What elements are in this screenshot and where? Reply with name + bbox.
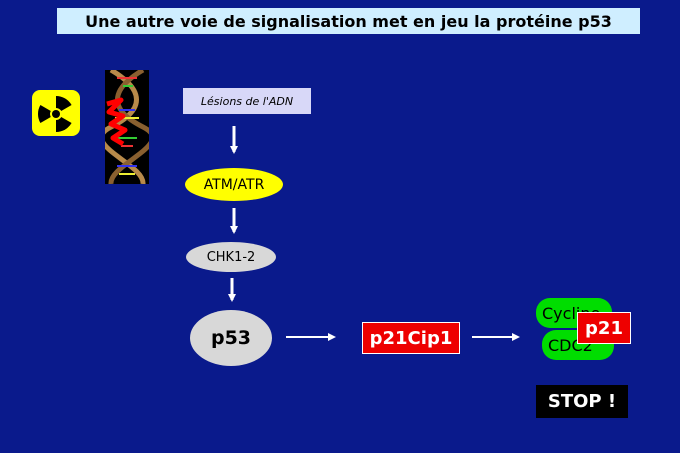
p21cip1-node: p21Cip1: [362, 322, 460, 354]
stop-label: STOP !: [536, 385, 628, 418]
chk-node: CHK1-2: [186, 242, 276, 272]
dna-icon: [99, 67, 155, 185]
radiation-icon: [32, 90, 80, 136]
p53-node: p53: [190, 310, 272, 366]
p21-node: p21: [577, 312, 631, 344]
atm-atr-node: ATM/ATR: [185, 168, 283, 201]
lesions-adn-node: Lésions de l'ADN: [183, 88, 311, 114]
slide-title: Une autre voie de signalisation met en j…: [57, 8, 640, 34]
